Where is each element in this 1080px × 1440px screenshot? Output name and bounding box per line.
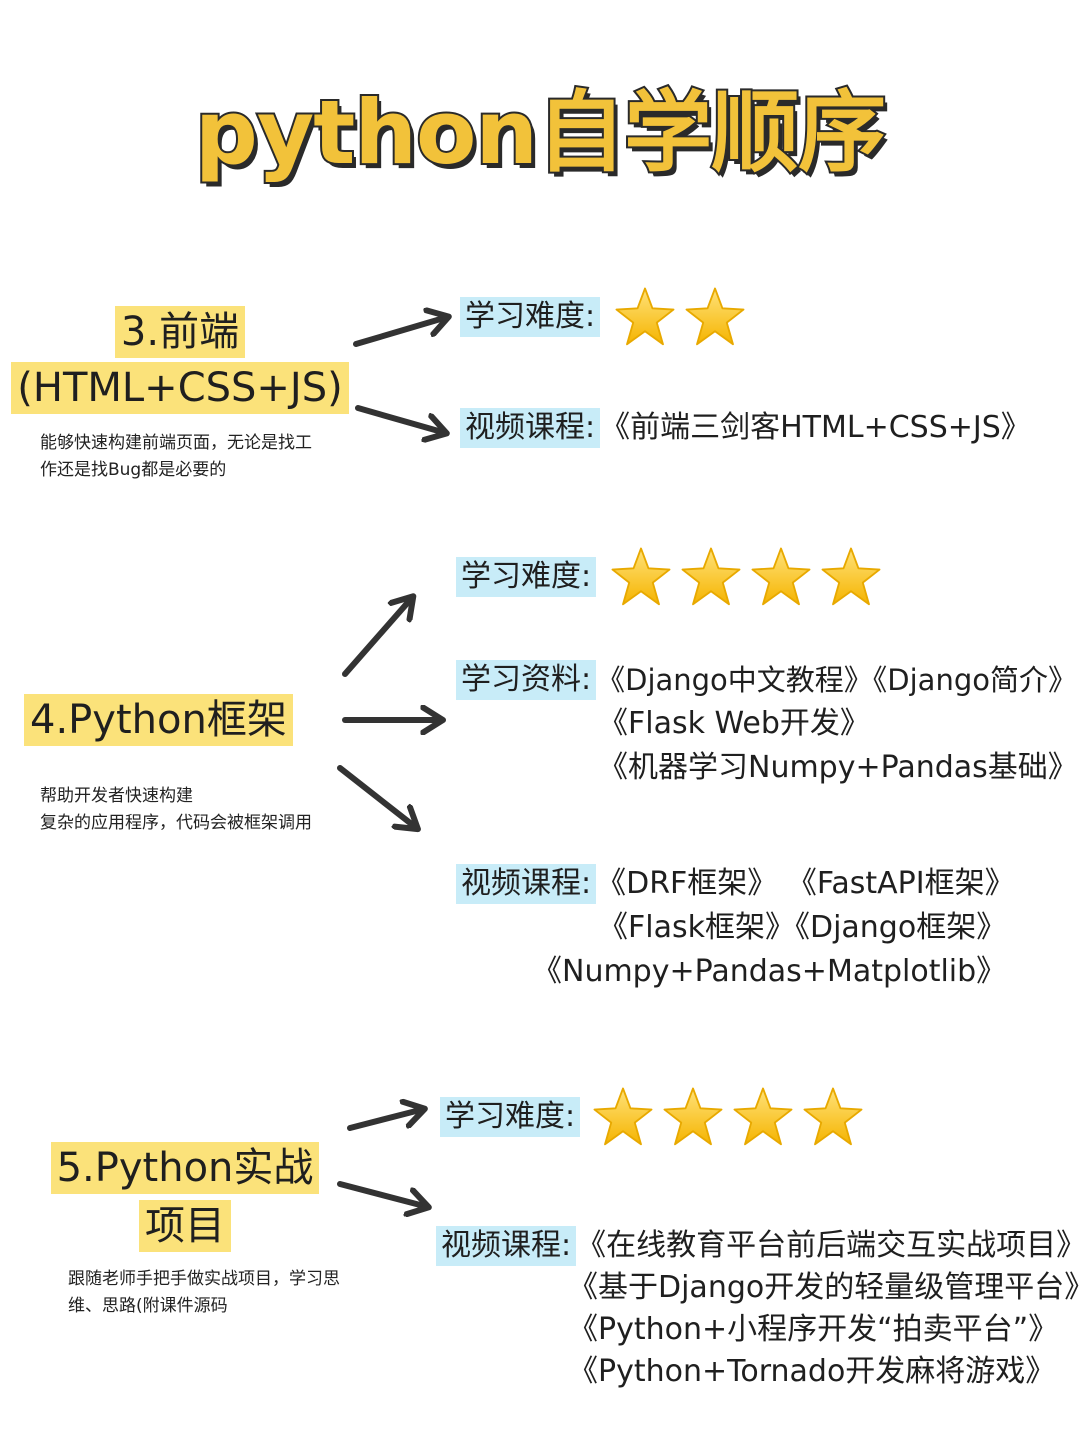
description-line: 复杂的应用程序，代码会被框架调用 (40, 813, 312, 833)
heading-line: (HTML+CSS+JS) (11, 362, 349, 414)
material-item: 《Django中文教程》《Django简介》 (596, 663, 1077, 697)
arrow-icon (337, 765, 414, 826)
description-line: 能够快速构建前端页面，无论是找工 (40, 433, 312, 453)
video-course: 《在线教育平台前后端交互实战项目》 (576, 1228, 1080, 1263)
section-4-description: 帮助开发者快速构建 复杂的应用程序，代码会被框架调用 (40, 783, 312, 837)
difficulty-label: 学习难度: (456, 557, 597, 597)
star-rating (614, 286, 754, 348)
arrow-icon (355, 405, 442, 432)
video-label: 视频课程: (436, 1226, 577, 1266)
section-3-video: 视频课程: 《前端三剑客HTML+CSS+JS》 (460, 408, 1031, 448)
section-4-difficulty: 学习难度: (456, 546, 890, 608)
arrow-icon (347, 1110, 420, 1131)
video-course: 《基于Django开发的轻量级管理平台》 (568, 1270, 1080, 1305)
section-3-description: 能够快速构建前端页面，无论是找工 作还是找Bug都是必要的 (40, 430, 312, 484)
star-icon (802, 1086, 864, 1148)
section-4-video: 视频课程: 《DRF框架》 《FastAPI框架》 《Flask框架》《Djan… (456, 864, 1015, 992)
video-course: 《Flask框架》《Django框架》 (598, 910, 1007, 945)
section-5-heading: 5.Python实战 项目 (0, 1142, 370, 1252)
star-icon (680, 546, 742, 608)
video-course: 《前端三剑客HTML+CSS+JS》 (600, 410, 1031, 445)
heading-line: 4.Python框架 (24, 694, 293, 746)
video-course: 《Python+Tornado开发麻将游戏》 (568, 1354, 1056, 1389)
heading-line: 项目 (139, 1200, 231, 1252)
section-5-difficulty: 学习难度: (440, 1086, 872, 1148)
materials-label: 学习资料: (456, 660, 597, 700)
section-5-video: 视频课程: 《在线教育平台前后端交互实战项目》 《基于Django开发的轻量级管… (436, 1226, 1080, 1392)
description-line: 作还是找Bug都是必要的 (40, 460, 227, 480)
heading-line: 3.前端 (114, 306, 246, 358)
difficulty-label: 学习难度: (440, 1097, 581, 1137)
description-line: 帮助开发者快速构建 (40, 786, 193, 806)
heading-line: 5.Python实战 (50, 1142, 320, 1194)
star-icon (820, 546, 882, 608)
page-title: python自学顺序 (193, 79, 888, 186)
star-icon (610, 546, 672, 608)
material-item: 《机器学习Numpy+Pandas基础》 (598, 750, 1078, 785)
section-4-materials: 学习资料: 《Django中文教程》《Django简介》 《Flask Web开… (456, 660, 1078, 788)
section-5-description: 跟随老师手把手做实战项目，学习思 维、思路(附课件源码 (68, 1266, 340, 1320)
star-icon (684, 286, 746, 348)
difficulty-label: 学习难度: (460, 297, 601, 337)
star-rating (610, 546, 890, 608)
star-icon (732, 1086, 794, 1148)
star-icon (614, 286, 676, 348)
material-item: 《Flask Web开发》 (598, 706, 870, 741)
section-3-heading: 3.前端 (HTML+CSS+JS) (0, 306, 360, 414)
description-line: 跟随老师手把手做实战项目，学习思 (68, 1269, 340, 1289)
video-course: 《Numpy+Pandas+Matplotlib》 (532, 954, 1007, 989)
star-icon (662, 1086, 724, 1148)
star-icon (750, 546, 812, 608)
star-rating (592, 1086, 872, 1148)
description-line: 维、思路(附课件源码 (68, 1296, 228, 1316)
arrow-icon (353, 318, 444, 347)
video-course: 《Python+小程序开发“拍卖平台”》 (568, 1312, 1059, 1347)
arrow-icon (342, 600, 410, 677)
video-label: 视频课程: (460, 408, 601, 448)
section-4-heading: 4.Python框架 (24, 694, 293, 746)
section-3-difficulty: 学习难度: (460, 286, 754, 348)
video-label: 视频课程: (456, 864, 597, 904)
star-icon (592, 1086, 654, 1148)
video-course: 《DRF框架》 《FastAPI框架》 (596, 866, 1015, 901)
